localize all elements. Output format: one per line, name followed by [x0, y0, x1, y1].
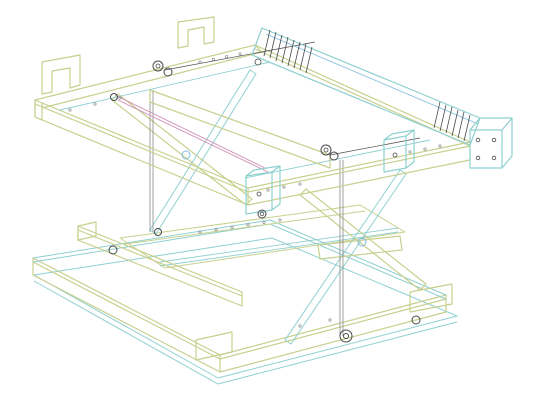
guide-rod-right	[339, 160, 344, 336]
bolt-hole	[408, 150, 412, 154]
bolt-hole	[282, 185, 286, 189]
bolt-hole	[438, 144, 442, 148]
bolt-hole	[423, 147, 427, 151]
bolt-hole	[225, 55, 229, 59]
roller-body-highlight	[265, 33, 479, 125]
bracket-left	[41, 54, 81, 95]
scissor-pivot-right	[357, 237, 367, 247]
top-rail-left	[34, 44, 263, 109]
pulley-top-left-hub	[155, 63, 161, 69]
bolt-hole	[214, 228, 218, 232]
hardware	[110, 58, 339, 219]
right-block-bolt	[392, 152, 398, 158]
base-plate	[33, 237, 458, 385]
base-guide-channel-inner	[159, 227, 399, 267]
end-cap-bolt-3	[475, 155, 481, 161]
pulley-left-belt	[110, 93, 118, 101]
bolt-hole	[68, 108, 72, 112]
pivot-under-block-hub	[259, 211, 265, 217]
top-rail-back	[254, 44, 471, 147]
bolt-hole	[246, 223, 250, 227]
drive-cable	[164, 41, 421, 156]
bolt-hole	[238, 52, 242, 56]
mid-roller	[154, 228, 162, 236]
roller-end-cap	[469, 117, 513, 169]
base-rail-left	[32, 219, 271, 263]
base-right-foot	[409, 283, 453, 313]
scissor-arms	[108, 69, 427, 345]
right-foot-roller	[411, 315, 421, 325]
bolt-hole	[198, 60, 202, 64]
end-cap-bolt-2	[491, 137, 497, 143]
coil-spring-right	[433, 101, 471, 142]
end-cap-bolt-1	[475, 137, 481, 143]
bracket-center-block	[245, 165, 281, 215]
coil-spring-left	[263, 29, 313, 74]
bolt-hole	[211, 57, 215, 61]
bolt-hole	[266, 188, 270, 192]
top-crossbar	[149, 89, 331, 169]
pulley-right-2	[329, 151, 339, 161]
pulley-top-left-2	[163, 67, 173, 77]
top-rail-right	[247, 141, 471, 206]
base-rail-front	[32, 257, 221, 373]
base-outrigger-end	[77, 221, 97, 241]
bolt-hole	[328, 318, 332, 322]
top-corner-left	[34, 100, 43, 121]
pulley-right	[320, 144, 332, 156]
scissor-arm-left-b	[149, 69, 257, 235]
bolt-hole	[93, 102, 97, 106]
bracket-middle	[177, 16, 215, 49]
left-foot-roller	[108, 245, 118, 255]
scissor-arm-right-b	[284, 169, 407, 345]
scissor-arm-right-a	[299, 188, 427, 291]
bolt-hole	[262, 220, 266, 224]
rail-bolt-holes	[68, 52, 442, 328]
base-frame	[32, 204, 458, 385]
lower-roller	[339, 329, 353, 343]
base-rail-back	[269, 219, 447, 300]
scissor-arm-left-a	[111, 93, 253, 206]
bolt-hole	[230, 225, 234, 229]
base-front-foot	[195, 331, 233, 361]
scissor-pivot-left	[181, 150, 191, 160]
bolt-hole	[278, 218, 282, 222]
bolt-hole	[118, 96, 122, 100]
scissor-cross-tube	[317, 235, 403, 260]
bolt-hole	[298, 324, 302, 328]
base-guide-channel	[119, 204, 406, 269]
brackets	[41, 16, 415, 215]
lower-roller-hub	[343, 333, 349, 339]
pulley-top-left	[152, 60, 164, 72]
pulley-right-hub	[323, 147, 329, 153]
top-inner-rail	[59, 61, 431, 179]
pivot-under-block	[257, 209, 267, 219]
pivot-top-frame	[254, 58, 262, 66]
base-rail-right	[219, 294, 447, 373]
bolt-hole	[198, 230, 202, 234]
bolt-hole	[298, 182, 302, 186]
top-rail-front	[34, 99, 249, 206]
drive-belt	[114, 94, 269, 173]
guide-rod-left	[149, 90, 154, 232]
end-cap-bolt-4	[491, 155, 497, 161]
roller-tube	[251, 27, 513, 169]
bracket-right-block	[383, 129, 415, 173]
top-frame	[34, 41, 471, 206]
center-block-bolt	[256, 191, 262, 197]
